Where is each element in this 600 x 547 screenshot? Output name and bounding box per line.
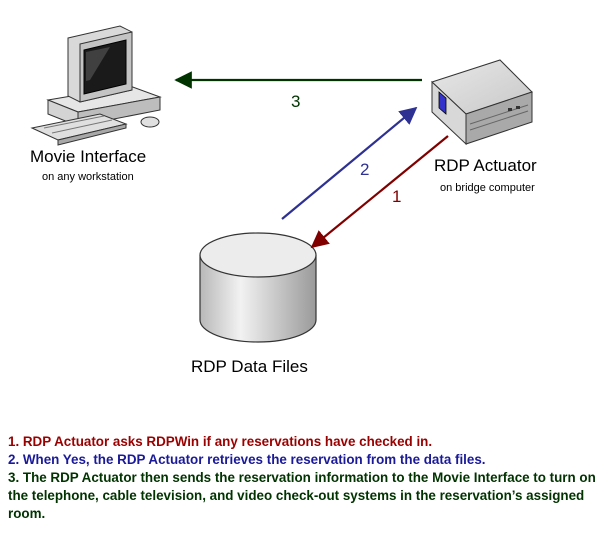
database-title: RDP Data Files [191,357,308,376]
step-1-text: 1. RDP Actuator asks RDPWin if any reser… [8,434,433,449]
arrow-step1-label: 1 [392,187,402,206]
arrow-step3-label: 3 [291,92,301,111]
actuator-title: RDP Actuator [434,156,537,175]
steps-list: 1. RDP Actuator asks RDPWin if any reser… [8,433,596,523]
arrow-step2-label: 2 [360,160,370,179]
step-3-text: 3. The RDP Actuator then sends the reser… [8,470,596,521]
arrow-step1 [310,135,449,249]
step-2-text: 2. When Yes, the RDP Actuator retrieves … [8,452,486,467]
desktop-computer-icon [30,25,162,146]
database-cylinder-icon [199,232,317,343]
workstation-subtitle: on any workstation [42,171,134,183]
flow-diagram [30,25,533,343]
workstation-title: Movie Interface [30,147,147,166]
server-box-icon [431,59,533,146]
arrow-step2 [281,106,418,220]
actuator-subtitle: on bridge computer [440,182,535,194]
